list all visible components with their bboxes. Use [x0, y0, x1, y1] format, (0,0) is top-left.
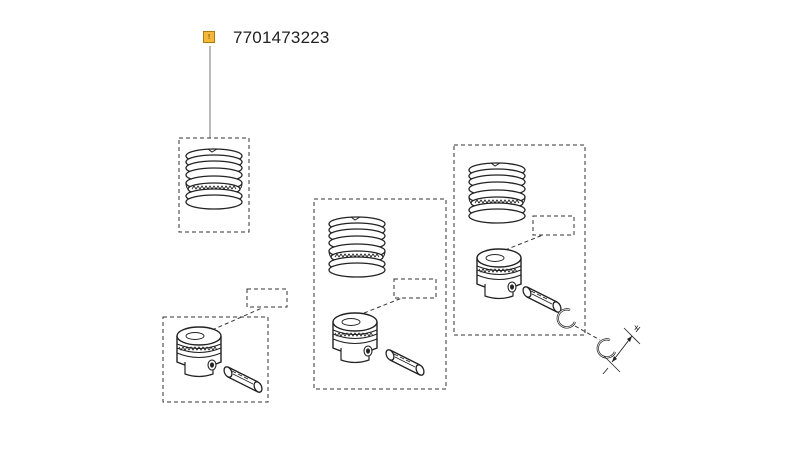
- ring-set-frame-1: [178, 137, 250, 233]
- leader-left: [211, 307, 263, 331]
- gudgeon-pin-left[interactable]: [221, 364, 265, 395]
- piston-frame-left: [162, 316, 269, 403]
- piston-right[interactable]: [476, 248, 522, 300]
- assembly-frame-right: [453, 144, 586, 336]
- piston-ring-set-3[interactable]: [468, 162, 526, 224]
- piston-ring-set-2[interactable]: [328, 216, 386, 278]
- piston-left[interactable]: [176, 326, 222, 378]
- piston-ring-set-1[interactable]: [185, 148, 243, 210]
- dimension-x-indicator: x: [602, 323, 641, 375]
- piston-middle[interactable]: [332, 312, 378, 364]
- reference-box-left[interactable]: [246, 288, 288, 308]
- gudgeon-pin-right[interactable]: [520, 284, 564, 315]
- leader-right: [504, 234, 544, 251]
- reference-box-right[interactable]: [532, 215, 575, 236]
- circlip-loose[interactable]: [596, 338, 617, 359]
- leader-circlip: [574, 325, 601, 341]
- assembly-frame-middle: [313, 198, 447, 390]
- leader-middle: [363, 297, 403, 314]
- dimension-x-label: x: [634, 323, 639, 332]
- gudgeon-pin-middle[interactable]: [383, 347, 427, 378]
- part-number-label[interactable]: 7701473223: [233, 28, 330, 47]
- callout-marker-icon[interactable]: !: [203, 31, 215, 43]
- circlip-inside[interactable]: [556, 308, 577, 329]
- reference-box-middle[interactable]: [393, 278, 437, 299]
